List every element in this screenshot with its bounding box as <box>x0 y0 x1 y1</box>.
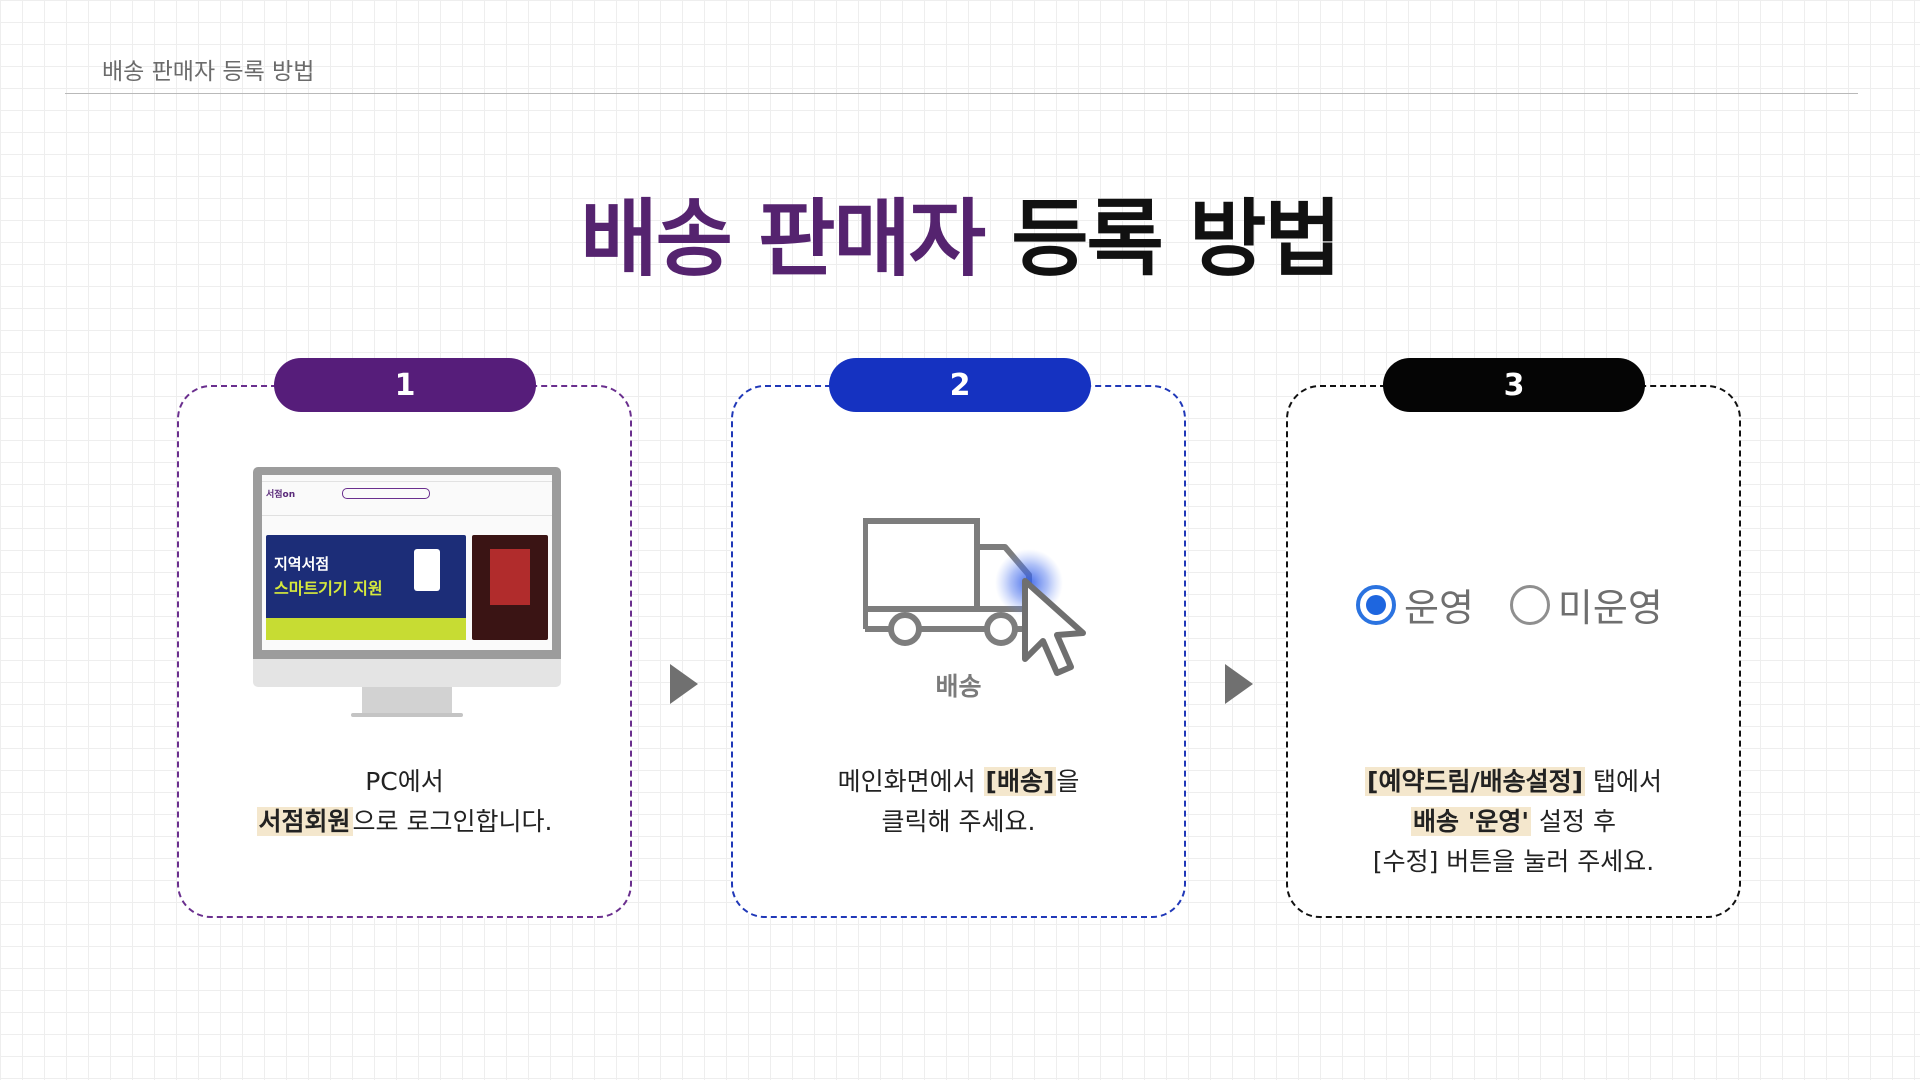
banner-title: 지역서점 <box>274 555 330 573</box>
step-card-1: 서점on 지역서점 스마트기기 지원 PC에서 서점회원으로 로그인합니다. <box>177 385 632 918</box>
step-3-line-1-rest: 탭에서 <box>1585 767 1662 796</box>
website-screenshot: 서점on 지역서점 스마트기기 지원 <box>262 475 552 650</box>
step-1-highlight: 서점회원 <box>256 807 353 836</box>
step-3-line-1: [예약드림/배송설정] 탭에서 <box>1288 762 1739 802</box>
site-banner: 지역서점 스마트기기 지원 <box>266 535 466 640</box>
step-3-highlight-1: [예약드림/배송설정] <box>1365 767 1586 796</box>
radio-selected-icon[interactable] <box>1356 584 1396 625</box>
step-3-line-3: [수정] 버튼을 눌러 주세요. <box>1372 847 1655 876</box>
step-3-highlight-2: 배송 '운영' <box>1411 807 1532 836</box>
page-title-highlight: 배송 판매자 <box>580 190 986 288</box>
step-card-3: 운영 미운영 [예약드림/배송설정] 탭에서 배송 '운영' 설정 후 [수정]… <box>1286 385 1741 918</box>
next-arrow-icon <box>1225 664 1253 704</box>
monitor-stand <box>362 687 452 713</box>
banner-footer-strip <box>266 618 466 640</box>
step-2-line-2: 클릭해 주세요. <box>881 807 1036 836</box>
step-2-description: 메인화면에서 [배송]을 클릭해 주세요. <box>733 762 1184 842</box>
truck-icon <box>863 518 1086 676</box>
monitor-base <box>351 713 463 717</box>
radio-label-on: 운영 <box>1404 586 1474 630</box>
step-2-line-1: 메인화면에서 [배송]을 <box>733 762 1184 802</box>
step-3-description: [예약드림/배송설정] 탭에서 배송 '운영' 설정 후 [수정] 버튼을 눌러… <box>1288 762 1739 882</box>
step-card-2: 배송 메인화면에서 [배송]을 클릭해 주세요. <box>731 385 1186 918</box>
page-title: 배송 판매자 등록 방법 <box>0 172 1920 293</box>
next-arrow-icon <box>670 664 698 704</box>
step-3-badge: 3 <box>1383 358 1645 412</box>
step-1-description: PC에서 서점회원으로 로그인합니다. <box>179 762 630 842</box>
page-title-rest: 등록 방법 <box>1011 190 1341 288</box>
step-3-line-2-rest: 설정 후 <box>1531 807 1616 836</box>
radio-unselected-icon[interactable] <box>1509 584 1550 625</box>
step-2-line-1-post: 을 <box>1056 767 1080 796</box>
site-logo: 서점on <box>266 490 296 500</box>
monitor-chin <box>253 659 561 687</box>
banner-subtitle: 스마트기기 지원 <box>274 579 383 598</box>
delivery-menu-label: 배송 <box>935 672 982 701</box>
step-1-line-2: 서점회원으로 로그인합니다. <box>179 802 630 842</box>
monitor-screen: 서점on 지역서점 스마트기기 지원 <box>253 467 561 659</box>
step-1-line-1: PC에서 <box>365 767 444 796</box>
step-1-badge: 1 <box>274 358 536 412</box>
site-search-bar <box>342 488 430 499</box>
qr-code-icon <box>414 549 440 591</box>
step-2-badge: 2 <box>829 358 1091 412</box>
site-nav-divider <box>262 515 552 516</box>
step-3-line-2: 배송 '운영' 설정 후 <box>1288 802 1739 842</box>
radio-group: 운영 미운영 <box>1356 577 1699 632</box>
radio-label-off: 미운영 <box>1557 586 1663 630</box>
radio-option-off[interactable]: 미운영 <box>1509 577 1663 632</box>
book-cover-icon <box>490 549 530 605</box>
radio-option-on[interactable]: 운영 <box>1356 577 1474 632</box>
step-2-line-1-pre: 메인화면에서 <box>837 767 984 796</box>
step-2-highlight: [배송] <box>983 767 1057 796</box>
monitor-illustration: 서점on 지역서점 스마트기기 지원 <box>253 467 561 717</box>
step-1-line-2-rest: 으로 로그인합니다. <box>352 807 553 836</box>
site-topbar <box>262 475 552 482</box>
breadcrumb: 배송 판매자 등록 방법 <box>102 59 315 85</box>
header-divider <box>65 93 1858 94</box>
book-banner <box>472 535 548 640</box>
